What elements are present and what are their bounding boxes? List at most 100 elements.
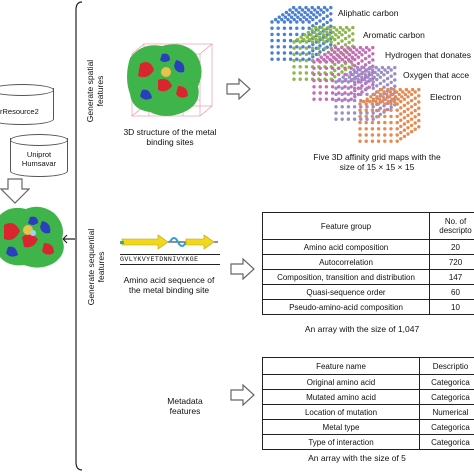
- grid-dot: [356, 61, 361, 66]
- grid-dot: [298, 40, 302, 44]
- grid-dot: [292, 40, 296, 44]
- grid-dot: [362, 65, 366, 70]
- grid-dot: [314, 37, 318, 42]
- grid-dot: [323, 46, 327, 50]
- grid-dot: [381, 95, 385, 99]
- grid-dot: [355, 65, 360, 70]
- grid-dot: [379, 70, 384, 75]
- grid-dot: [349, 66, 353, 70]
- grid-dot: [346, 117, 351, 121]
- grid-dot: [376, 120, 381, 125]
- grid-dot: [382, 85, 386, 89]
- grid-dot: [298, 58, 302, 63]
- grid-dot: [270, 32, 274, 37]
- grid-dot: [329, 18, 333, 22]
- table-row: Quasi-sequence order 60: [262, 284, 474, 300]
- grid-dot: [337, 30, 342, 35]
- grid-dot: [406, 126, 410, 130]
- grid-dot: [409, 123, 414, 128]
- grid-dot: [357, 73, 361, 77]
- grid-dot: [376, 90, 380, 94]
- grid-dot: [344, 77, 348, 82]
- grid-dot: [338, 25, 343, 30]
- grid-dot: [417, 118, 421, 123]
- grid-dot: [325, 30, 329, 35]
- grid-dot: [371, 80, 375, 84]
- grid-dot: [340, 33, 344, 37]
- grid-dot: [330, 48, 334, 52]
- grid-dot: [318, 85, 322, 89]
- grid-dot: [393, 78, 397, 82]
- table-cell-feature: Location of mutation: [262, 404, 420, 420]
- spatial-section-label: Generate spatial features: [85, 51, 107, 131]
- grid-dot: [347, 53, 352, 57]
- grid-dot: [288, 32, 293, 37]
- spatial-right-arrow-icon: [226, 78, 251, 100]
- grid-dot: [388, 90, 393, 94]
- grid-dot: [318, 35, 322, 39]
- grid-dot: [396, 97, 400, 101]
- grid-dot: [352, 68, 356, 72]
- header-description: Descriptio: [419, 357, 474, 375]
- grid-dot: [395, 139, 399, 143]
- grid-dot: [374, 99, 378, 104]
- grid-dot: [349, 97, 353, 101]
- grid-dot: [334, 105, 338, 109]
- grid-dot: [351, 25, 355, 30]
- table-row: Amino acid composition 20: [262, 239, 474, 255]
- grid-dot: [393, 84, 397, 88]
- grid-dot: [387, 95, 392, 99]
- grid-dot: [332, 50, 337, 55]
- grid-dot: [292, 58, 296, 63]
- grid-dot: [359, 92, 363, 97]
- grid-dot: [312, 72, 316, 77]
- grid-label-oxygen: Oxygen that acce: [403, 70, 470, 80]
- grid-dot: [317, 40, 321, 44]
- grid-dot: [319, 30, 323, 35]
- grid-dot: [394, 90, 399, 94]
- grid-dot: [352, 111, 357, 115]
- grid-dot: [340, 64, 344, 68]
- table-cell-count: 720: [429, 254, 474, 270]
- grid-dot: [334, 86, 338, 90]
- grid-dot: [399, 137, 403, 141]
- grid-dot: [289, 15, 294, 19]
- grid-dot: [334, 117, 338, 121]
- grid-dot: [382, 73, 386, 77]
- grid-dot: [343, 97, 347, 101]
- grid-dot: [276, 20, 280, 24]
- grid-dot: [330, 66, 335, 70]
- grid-dot: [304, 40, 309, 44]
- grid-dot: [380, 65, 385, 70]
- grid-dot: [316, 5, 321, 10]
- structure-caption-line1: 3D structure of the metal: [123, 127, 217, 137]
- grid-dot: [318, 78, 322, 83]
- grid-dot: [356, 86, 361, 90]
- grid-dot: [336, 35, 341, 39]
- grid-dot: [383, 133, 387, 137]
- table-row: Location of mutation Numerical: [262, 404, 474, 420]
- grid-dot: [398, 87, 402, 92]
- grid-dot: [389, 120, 393, 125]
- grid-dot: [281, 13, 285, 17]
- grid-dot: [337, 97, 341, 101]
- grid-dot: [340, 98, 344, 103]
- grid-dot: [366, 75, 370, 79]
- grid-dot: [288, 57, 293, 61]
- grid-dot: [295, 32, 299, 37]
- grid-dot: [399, 118, 403, 122]
- grid-dot: [409, 92, 414, 97]
- sequence-caption-line1: Amino acid sequence of: [123, 275, 215, 285]
- grid-dot: [361, 70, 365, 75]
- affinity-grid-cube: [358, 87, 421, 143]
- grid-dot: [292, 77, 296, 81]
- grid-dot: [296, 15, 300, 19]
- grid-dot: [389, 105, 393, 109]
- grid-dot: [330, 60, 335, 64]
- metadata-feature-table: Feature name Descriptio Original amino a…: [262, 357, 474, 450]
- grid-dot: [401, 90, 405, 94]
- grid-dot: [344, 55, 348, 59]
- grid-dot: [386, 87, 390, 92]
- grid-dot: [304, 71, 309, 75]
- grid-dot: [362, 77, 367, 82]
